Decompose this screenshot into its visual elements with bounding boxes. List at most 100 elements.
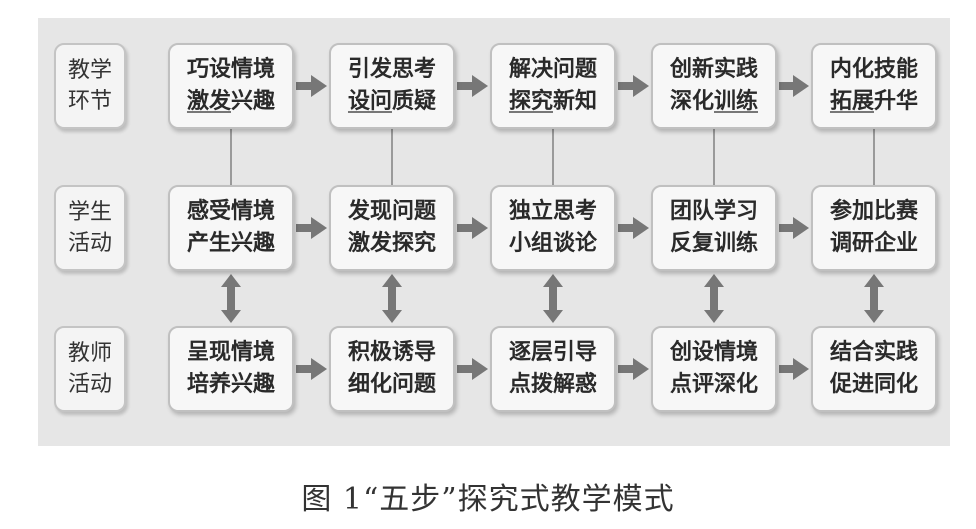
flow-arrow-head	[793, 358, 809, 380]
stage-line: 创新实践	[670, 54, 758, 86]
stage-line: 产生兴趣	[187, 228, 275, 260]
flow-arrow-head	[472, 217, 488, 239]
flow-arrow-head	[633, 217, 649, 239]
stage-box-r2-c3: 独立思考小组谈论	[490, 185, 616, 271]
stage-text: 兴趣	[231, 89, 276, 114]
stage-box-r2-c2: 发现问题激发探究	[329, 185, 455, 271]
stage-text: 培养兴趣	[186, 372, 275, 397]
row-label-line: 学生	[67, 200, 112, 225]
stage-text: 创新实践	[669, 57, 758, 82]
double-arrow-shaft	[549, 286, 557, 311]
stage-text: 设问	[347, 89, 392, 114]
row-label-line: 教师	[67, 341, 112, 366]
stage-line: 独立思考	[509, 196, 597, 228]
stage-line: 解决问题	[509, 54, 597, 86]
stage-text: 升华	[874, 89, 919, 114]
stage-text: 新知	[553, 89, 598, 114]
stage-text: 感受情境	[186, 199, 275, 224]
flow-arrow-shaft	[296, 365, 313, 373]
double-arrow-shaft	[388, 286, 396, 311]
stage-line: 反复训练	[670, 228, 758, 260]
stage-box-r1-c2: 引发思考设问质疑	[329, 43, 455, 129]
flow-arrow-shaft	[618, 82, 635, 90]
flow-arrow-shaft	[779, 82, 795, 90]
stage-text: 探究	[508, 89, 553, 114]
double-arrow-head-down	[704, 310, 724, 323]
stage-box-r3-c3: 逐层引导点拨解惑	[490, 326, 616, 412]
flow-arrow-shaft	[457, 82, 474, 90]
flow-arrow-head	[311, 358, 327, 380]
row-label-2: 学生活动	[54, 185, 126, 271]
stage-text: 训练	[714, 89, 759, 114]
row-label-line: 环节	[67, 89, 112, 114]
flow-arrow-head	[472, 358, 488, 380]
stage-text: 产生兴趣	[186, 231, 275, 256]
stage-text: 解决问题	[508, 57, 597, 82]
double-arrow-head-up	[704, 274, 724, 287]
row-label-1: 教学环节	[54, 43, 126, 129]
flow-arrow-shaft	[618, 224, 635, 232]
stage-line: 巧设情境	[187, 54, 275, 86]
stage-text: 反复训练	[669, 231, 758, 256]
stage-text: 独立思考	[508, 199, 597, 224]
stage-text: 质疑	[392, 89, 437, 114]
flow-arrow-shaft	[296, 82, 313, 90]
stage-line: 设问质疑	[348, 86, 436, 118]
connectors	[221, 75, 884, 380]
stage-text: 巧设情境	[186, 57, 275, 82]
flow-arrow-head	[633, 358, 649, 380]
stage-line: 深化训练	[670, 86, 758, 118]
row-label-3: 教师活动	[54, 326, 126, 412]
stage-line: 点评深化	[670, 369, 758, 401]
stage-line: 结合实践	[830, 337, 918, 369]
stage-text: 调研企业	[829, 231, 918, 256]
double-arrow-head-down	[221, 310, 241, 323]
stage-box-r3-c1: 呈现情境培养兴趣	[168, 326, 294, 412]
stage-text: 发现问题	[347, 199, 436, 224]
stage-line: 引发思考	[348, 54, 436, 86]
double-arrow-shaft	[710, 286, 718, 311]
stage-text: 积极诱导	[347, 340, 436, 365]
stage-line: 团队学习	[670, 196, 758, 228]
stage-box-r3-c5: 结合实践促进同化	[811, 326, 937, 412]
figure-caption: 图 1“五步”探究式教学模式	[301, 482, 675, 517]
stage-text: 逐层引导	[508, 340, 597, 365]
row-label-line: 活动	[67, 231, 112, 256]
stage-box-r3-c4: 创设情境点评深化	[651, 326, 777, 412]
stage-box-r1-c5: 内化技能拓展升华	[811, 43, 937, 129]
double-arrow-head-up	[382, 274, 402, 287]
stage-line: 内化技能	[830, 54, 918, 86]
stage-line: 探究新知	[509, 86, 597, 118]
flow-arrow-shaft	[779, 224, 795, 232]
flow-arrow-head	[793, 217, 809, 239]
flow-arrow-head	[472, 75, 488, 97]
stage-text: 结合实践	[829, 340, 918, 365]
stage-line: 感受情境	[187, 196, 275, 228]
double-arrow-head-up	[221, 274, 241, 287]
flow-arrow-shaft	[296, 224, 313, 232]
stage-line: 激发探究	[348, 228, 436, 260]
double-arrow-shaft	[870, 286, 878, 311]
stage-line: 创设情境	[670, 337, 758, 369]
flow-arrow-shaft	[618, 365, 635, 373]
stage-text: 拓展	[829, 89, 874, 114]
stage-text: 点评深化	[669, 372, 758, 397]
stage-box-r1-c3: 解决问题探究新知	[490, 43, 616, 129]
stage-line: 拓展升华	[830, 86, 918, 118]
row-label-line: 活动	[67, 372, 112, 397]
stage-text: 激发	[186, 89, 231, 114]
stage-text: 呈现情境	[186, 340, 275, 365]
stage-box-r2-c5: 参加比赛调研企业	[811, 185, 937, 271]
stage-box-r2-c1: 感受情境产生兴趣	[168, 185, 294, 271]
double-arrow-shaft	[227, 286, 235, 311]
stage-text: 深化	[669, 89, 714, 114]
double-arrow-head-up	[543, 274, 563, 287]
stage-text: 小组谈论	[508, 231, 597, 256]
stage-line: 小组谈论	[509, 228, 597, 260]
flow-arrow-head	[311, 75, 327, 97]
stage-box-r2-c4: 团队学习反复训练	[651, 185, 777, 271]
double-arrow-head-down	[382, 310, 402, 323]
stage-line: 逐层引导	[509, 337, 597, 369]
stage-line: 积极诱导	[348, 337, 436, 369]
flow-arrow-head	[311, 217, 327, 239]
